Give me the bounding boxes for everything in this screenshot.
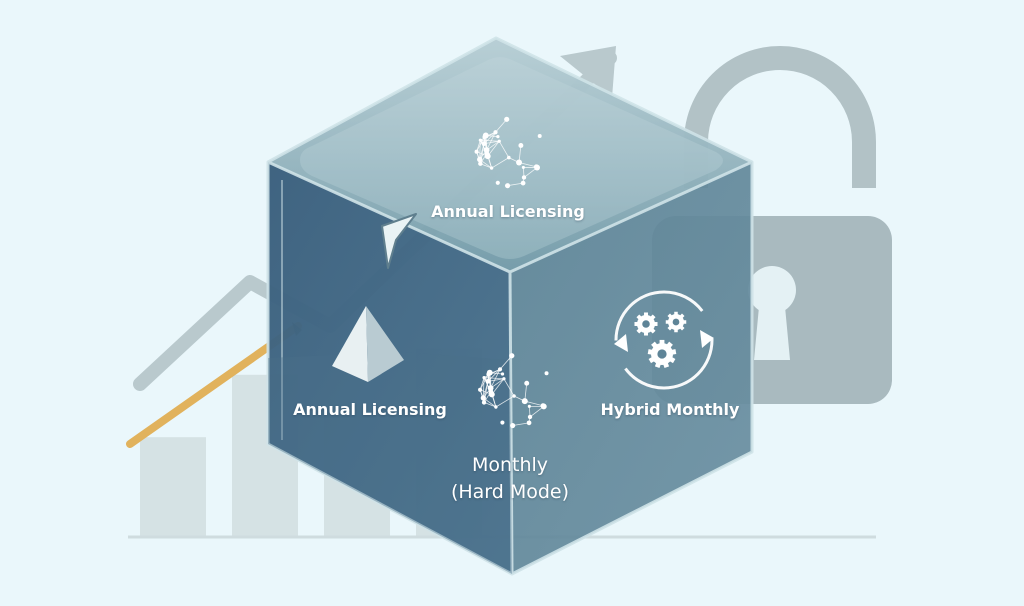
left-face-label: Annual Licensing — [293, 400, 447, 419]
pyramid-icon — [332, 306, 404, 382]
background-bar — [140, 437, 206, 536]
licensing-cube — [266, 36, 754, 576]
cursor-arrow-icon — [381, 213, 417, 269]
front-face-label: Monthly (Hard Mode) — [410, 452, 610, 506]
cube-right-face — [510, 162, 752, 574]
network-cluster-icon — [478, 353, 549, 429]
front-face-label-line1: Monthly — [471, 454, 549, 476]
gears-cycle-icon — [614, 290, 714, 390]
top-face-label: Annual Licensing — [431, 202, 585, 221]
right-face-label: Hybrid Monthly — [600, 400, 740, 419]
network-cluster-icon — [474, 116, 542, 189]
front-face-label-line2: (Hard Mode) — [450, 481, 570, 503]
